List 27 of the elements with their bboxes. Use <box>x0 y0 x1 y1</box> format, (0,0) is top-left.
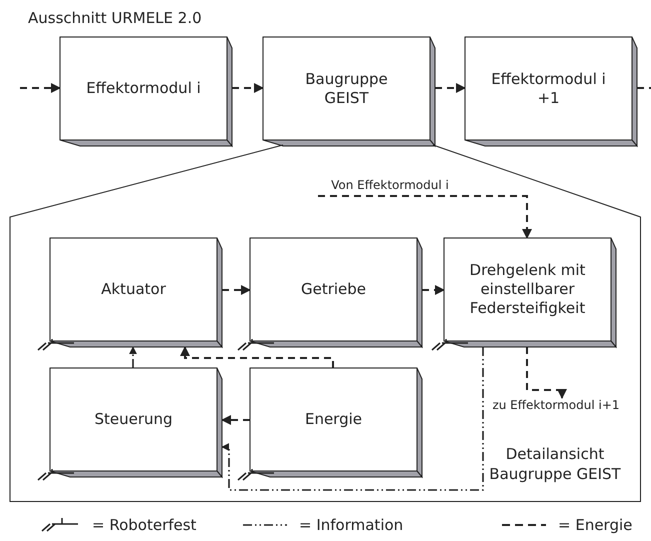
diagram-title: Ausschnitt URMELE 2.0 <box>28 9 202 27</box>
arrow <box>221 415 250 425</box>
legend-label: = Information <box>299 516 404 534</box>
frame-caption: Detailansicht Baugruppe GEIST <box>488 445 622 484</box>
block-label: Effektormodul i +1 <box>490 70 607 108</box>
arrow <box>221 347 484 491</box>
arrow <box>180 346 334 368</box>
block-label: Getriebe <box>300 280 366 299</box>
arrow <box>222 285 251 295</box>
block-label: Steuerung <box>94 410 173 429</box>
arrow <box>422 285 445 295</box>
block-label: Drehgelenk mit einstellbarer Federsteifigkeit <box>468 261 586 318</box>
block-label: Effektormodul i <box>86 79 201 98</box>
flow-label: zu Effektormodul i+1 <box>485 398 627 414</box>
block-label: Energie <box>304 410 362 429</box>
connector-line <box>637 87 651 89</box>
flow-label: Von Effektormodul i <box>306 178 474 194</box>
arrow <box>435 83 466 93</box>
arrow <box>318 195 532 239</box>
legend-label: = Roboterfest <box>92 516 196 534</box>
block-label: Aktuator <box>101 280 166 299</box>
arrow <box>129 346 137 368</box>
arrow <box>232 83 264 93</box>
legend-label: = Energie <box>558 516 632 534</box>
arrow <box>526 347 567 399</box>
arrow <box>20 83 61 93</box>
block-label: Baugruppe GEIST <box>304 70 389 108</box>
